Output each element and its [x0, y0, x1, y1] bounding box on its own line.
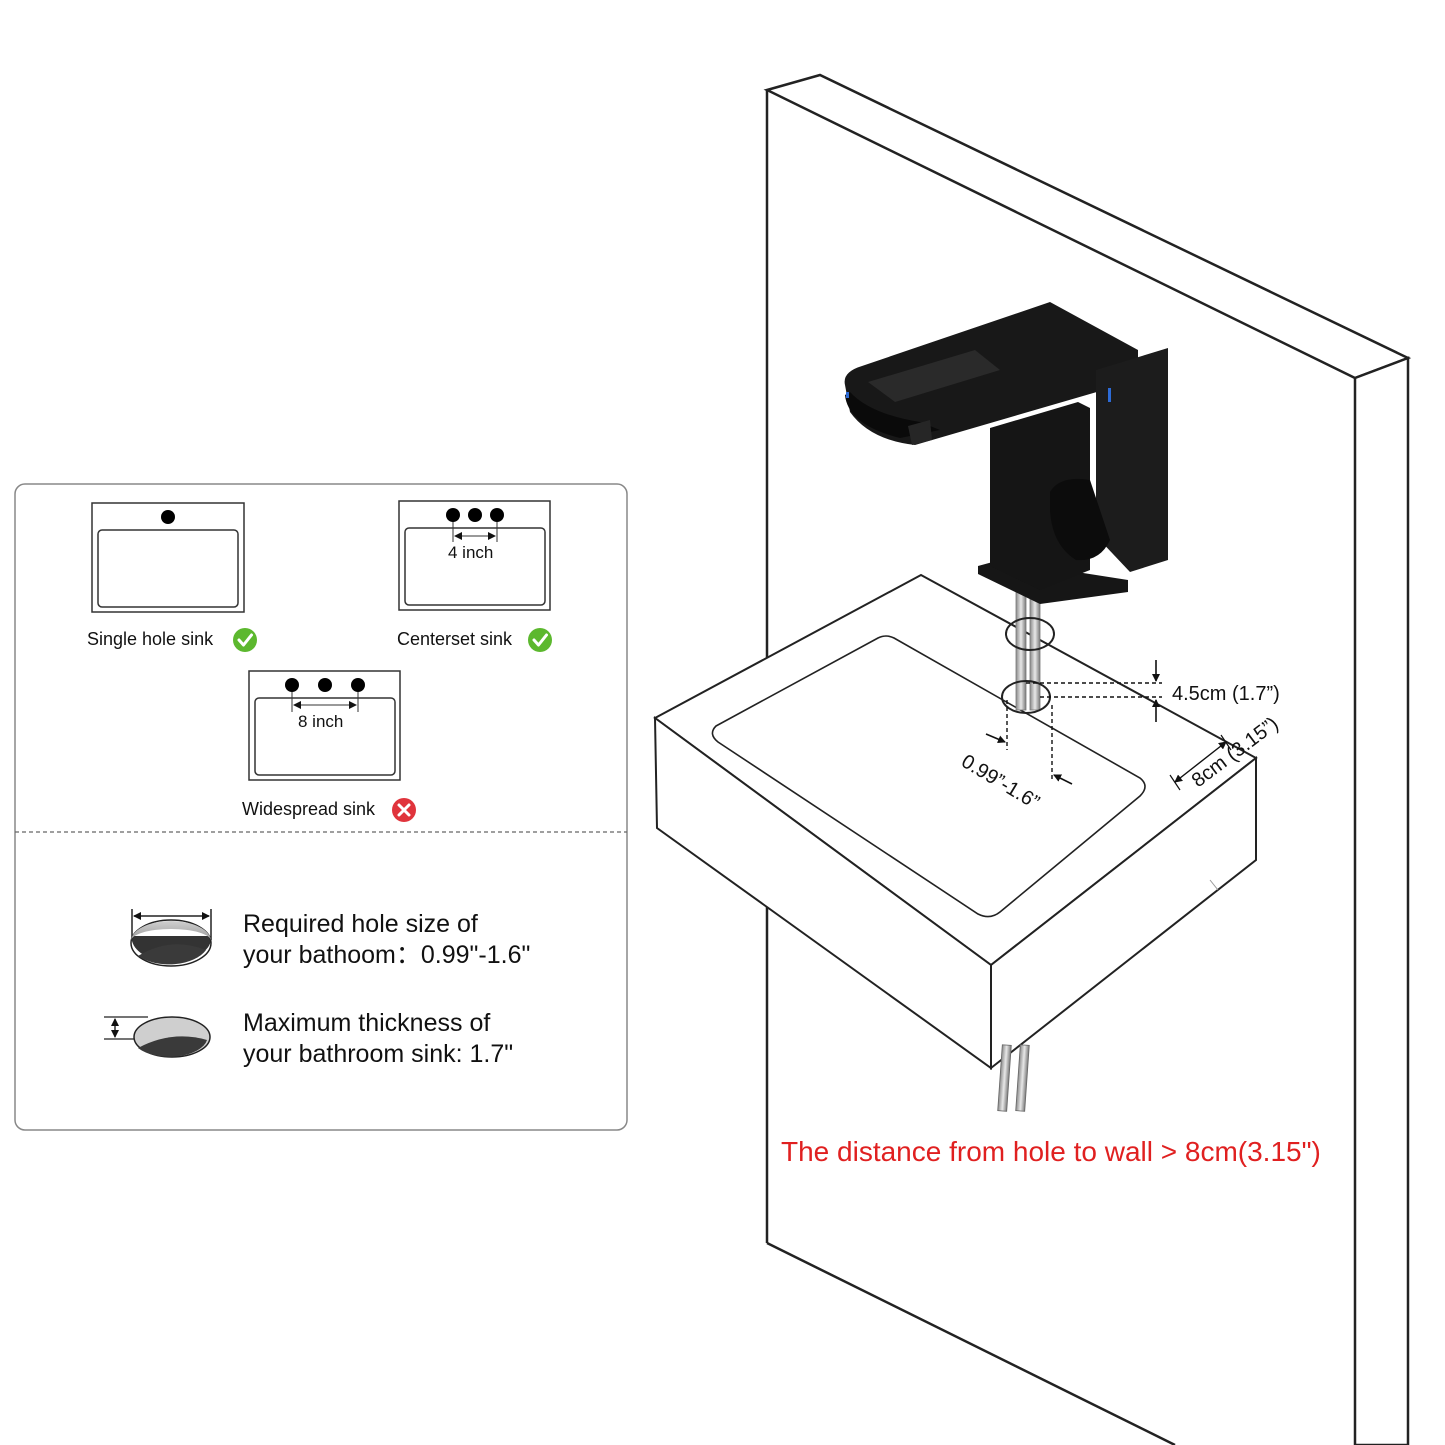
check-icon: [528, 628, 552, 652]
widespread-label: Widespread sink: [242, 799, 376, 819]
thickness-line1: Maximum thickness of: [243, 1009, 490, 1037]
hole-size-line2: your bathoom：0.99"-1.6": [243, 941, 530, 969]
waterfall-faucet: [844, 302, 1168, 604]
check-icon: [233, 628, 257, 652]
single-hole-sink: Single hole sink: [87, 502, 257, 652]
centerset-spacing-label: 4 inch: [448, 543, 493, 562]
hole-size-line1: Required hole size of: [243, 910, 478, 938]
cross-icon: [392, 798, 416, 822]
faucet-pipe: [1001, 589, 1055, 714]
wall: [763, 73, 1412, 1445]
compatibility-panel: [14, 483, 628, 1131]
thickness-dim-label: 4.5cm (1.7”): [1172, 683, 1280, 705]
widespread-sink: 8 inch Widespread sink: [242, 670, 416, 822]
hole-diameter-icon: [130, 909, 212, 967]
thickness-line2: your bathroom sink: 1.7": [243, 1040, 513, 1068]
sink-basin: [653, 573, 1258, 1071]
wall-distance-note: The distance from hole to wall > 8cm(3.1…: [781, 1136, 1321, 1167]
widespread-spacing-label: 8 inch: [298, 712, 343, 731]
thickness-dimension: 4.5cm (1.7”): [1026, 660, 1280, 722]
single-hole-label: Single hole sink: [87, 629, 214, 649]
centerset-sink: 4 inch Centerset sink: [397, 500, 552, 652]
hole-size-spec: Required hole size of your bathoom：0.99"…: [130, 909, 530, 969]
centerset-label: Centerset sink: [397, 629, 513, 649]
sink-thickness-icon: [104, 1016, 211, 1058]
thickness-spec: Maximum thickness of your bathroom sink:…: [104, 1009, 513, 1068]
supply-hoses: [997, 1044, 1030, 1112]
